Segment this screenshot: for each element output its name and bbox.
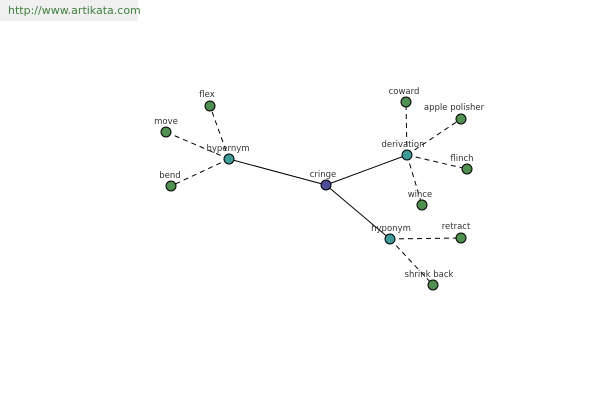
node-label: flex [199, 90, 214, 100]
node-hypernym[interactable]: hypernym [206, 144, 250, 165]
node-flex[interactable]: flex [199, 90, 216, 112]
node-label: hyponym [371, 224, 411, 234]
node-circle[interactable] [455, 113, 467, 125]
node-cringe[interactable]: cringe [310, 170, 337, 191]
node-retract[interactable]: retract [442, 222, 471, 244]
node-circle[interactable] [401, 149, 413, 161]
node-circle[interactable] [160, 126, 172, 138]
node-bend[interactable]: bend [159, 171, 181, 192]
edge-hypernym-move [165, 131, 230, 160]
node-label: flinch [450, 154, 473, 164]
node-circle[interactable] [461, 163, 473, 175]
node-circle[interactable] [204, 100, 216, 112]
node-coward[interactable]: coward [389, 87, 420, 108]
node-label: apple polisher [424, 103, 485, 113]
nodes-layer: cringe hypernym derivation hyponym flex move b… [154, 87, 485, 291]
node-circle[interactable] [427, 279, 439, 291]
edge-cringe-derivation [325, 154, 408, 186]
node-move[interactable]: move [154, 117, 178, 138]
node-label: retract [442, 222, 471, 232]
edge-hyponym-shrink_back [389, 238, 434, 286]
edge-cringe-hypernym [228, 158, 327, 186]
node-label: bend [159, 171, 180, 181]
edge-cringe-hyponym [325, 184, 391, 240]
site-url[interactable]: http://www.artikata.com [0, 0, 141, 21]
edge-hypernym-bend [170, 158, 230, 187]
node-circle[interactable] [416, 199, 428, 211]
node-circle[interactable] [384, 233, 396, 245]
edge-hyponym-retract [389, 237, 462, 240]
node-apple-polisher[interactable]: apple polisher [424, 103, 485, 125]
edge-derivation-apple_polisher [406, 118, 462, 156]
node-circle[interactable] [320, 179, 332, 191]
node-label: cringe [310, 170, 337, 180]
node-label: hypernym [206, 144, 249, 154]
node-circle[interactable] [400, 96, 412, 108]
node-flinch[interactable]: flinch [450, 154, 474, 175]
node-label: move [154, 117, 178, 127]
edge-hypernym-flex [209, 105, 230, 160]
node-wince[interactable]: wince [408, 190, 433, 211]
node-label: shrink back [405, 270, 454, 280]
node-circle[interactable] [455, 232, 467, 244]
node-label: derivation [381, 140, 424, 150]
node-shrink-back[interactable]: shrink back [405, 270, 454, 291]
node-label: coward [389, 87, 420, 97]
node-circle[interactable] [165, 180, 177, 192]
node-hyponym[interactable]: hyponym [371, 224, 411, 245]
edge-derivation-flinch [406, 154, 468, 170]
node-circle[interactable] [223, 153, 235, 165]
node-derivation[interactable]: derivation [381, 140, 425, 161]
edges-layer [165, 101, 468, 286]
node-label: wince [408, 190, 433, 200]
